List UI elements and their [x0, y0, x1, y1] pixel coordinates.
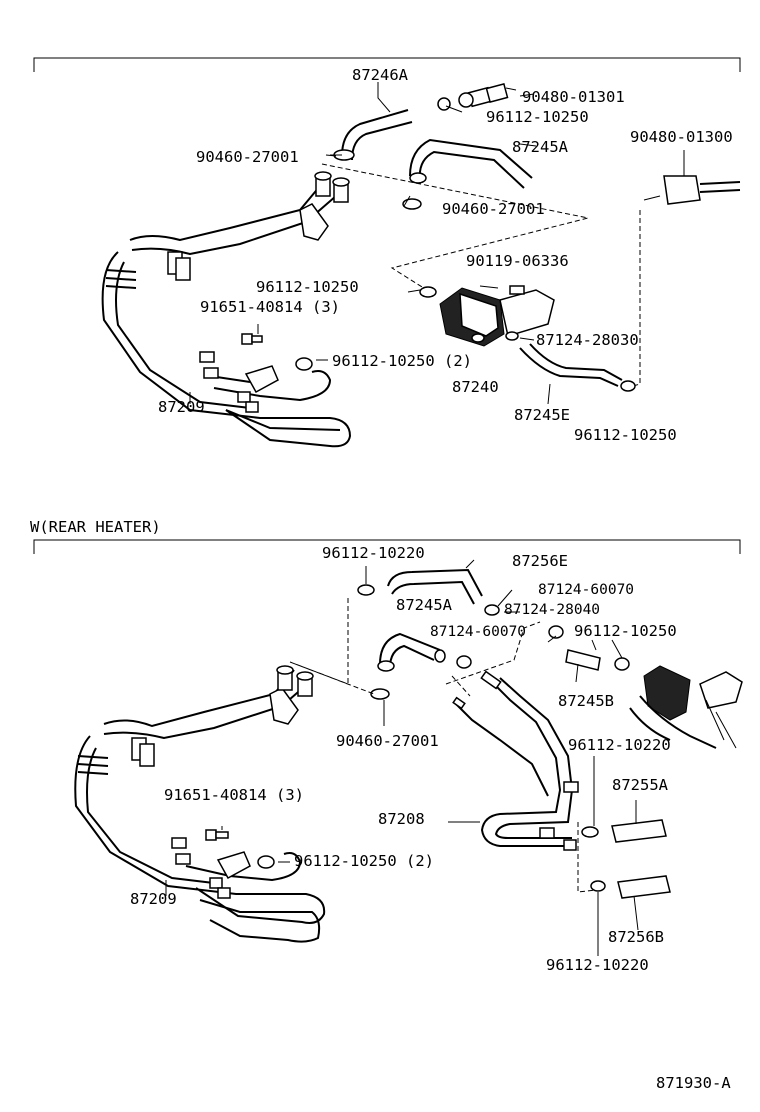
top-section: 87246A 90480-01301 96112-10250 90460-270…	[33, 57, 741, 448]
hose-87245B	[565, 649, 601, 671]
clamp-90460-27001-upper	[330, 149, 355, 161]
bottom-frame	[33, 539, 741, 554]
top-frame	[33, 57, 741, 72]
label-96112-10250-a-bottom: 96112-10250	[574, 622, 677, 640]
label-96112-10250-d: 96112-10250	[574, 426, 677, 444]
label-91651-40814: 91651-40814 (3)	[200, 298, 340, 316]
label-96112-10220-b: 96112-10220	[568, 736, 671, 754]
pipe-assembly-87209-bottom	[74, 665, 326, 943]
label-87245A-lower: 87245A	[396, 596, 453, 614]
label-87245A: 87245A	[512, 138, 569, 156]
label-87245E: 87245E	[514, 406, 570, 424]
pipe-assembly-87208	[452, 670, 579, 851]
valve-87240	[419, 285, 555, 347]
label-90480-01301: 90480-01301	[522, 88, 625, 106]
label-96112-10220-a: 96112-10220	[322, 544, 425, 562]
label-90460-27001-a: 90460-27001	[196, 148, 299, 166]
label-91651-40814-bottom: 91651-40814 (3)	[164, 786, 304, 804]
connector-90480-01301	[437, 82, 517, 111]
label-87124-28030: 87124-28030	[536, 331, 639, 349]
rear-heater-heading: W(REAR HEATER)	[30, 518, 161, 536]
label-90460-27001-bottom: 90460-27001	[336, 732, 439, 750]
label-87256E: 87256E	[512, 552, 568, 570]
label-87209-top: 87209	[158, 398, 205, 416]
connector-90480-01300	[643, 150, 741, 205]
label-90460-27001-b: 90460-27001	[442, 200, 545, 218]
label-87246A: 87246A	[352, 66, 409, 84]
label-87256B: 87256B	[608, 928, 664, 946]
label-87124-28040: 87124-28040	[504, 602, 600, 618]
hose-87256B	[617, 875, 671, 899]
label-96112-10250-2: 96112-10250 (2)	[332, 352, 472, 370]
label-87255A: 87255A	[612, 776, 669, 794]
label-90480-01300: 90480-01300	[630, 128, 733, 146]
label-87209-bottom: 87209	[130, 890, 177, 908]
label-96112-10220-c: 96112-10220	[546, 956, 649, 974]
label-87124-60070-a: 87124-60070	[538, 582, 634, 598]
label-87124-60070-b: 87124-60070	[430, 624, 526, 640]
label-90119-06336: 90119-06336	[466, 252, 569, 270]
label-96112-10250-b: 96112-10250	[256, 278, 359, 296]
pipe-assembly-87209-top	[101, 171, 352, 448]
label-96112-10250-a: 96112-10250	[486, 108, 589, 126]
diagram-code: 871930-A	[656, 1074, 731, 1092]
valve-rear	[629, 665, 743, 749]
label-96112-10250-2-bottom: 96112-10250 (2)	[294, 852, 434, 870]
hose-87255A	[611, 819, 667, 843]
clamp-96112-10250-2-top	[295, 357, 313, 371]
hose-87245E	[519, 343, 623, 387]
hose-87256E	[387, 568, 483, 605]
bottom-section: W(REAR HEATER)	[30, 518, 743, 974]
label-87240: 87240	[452, 378, 499, 396]
bolt-91651-40814-top	[241, 333, 263, 345]
bolt-91651-40814-bottom	[205, 829, 229, 841]
label-87208: 87208	[378, 810, 425, 828]
label-87245B: 87245B	[558, 692, 614, 710]
